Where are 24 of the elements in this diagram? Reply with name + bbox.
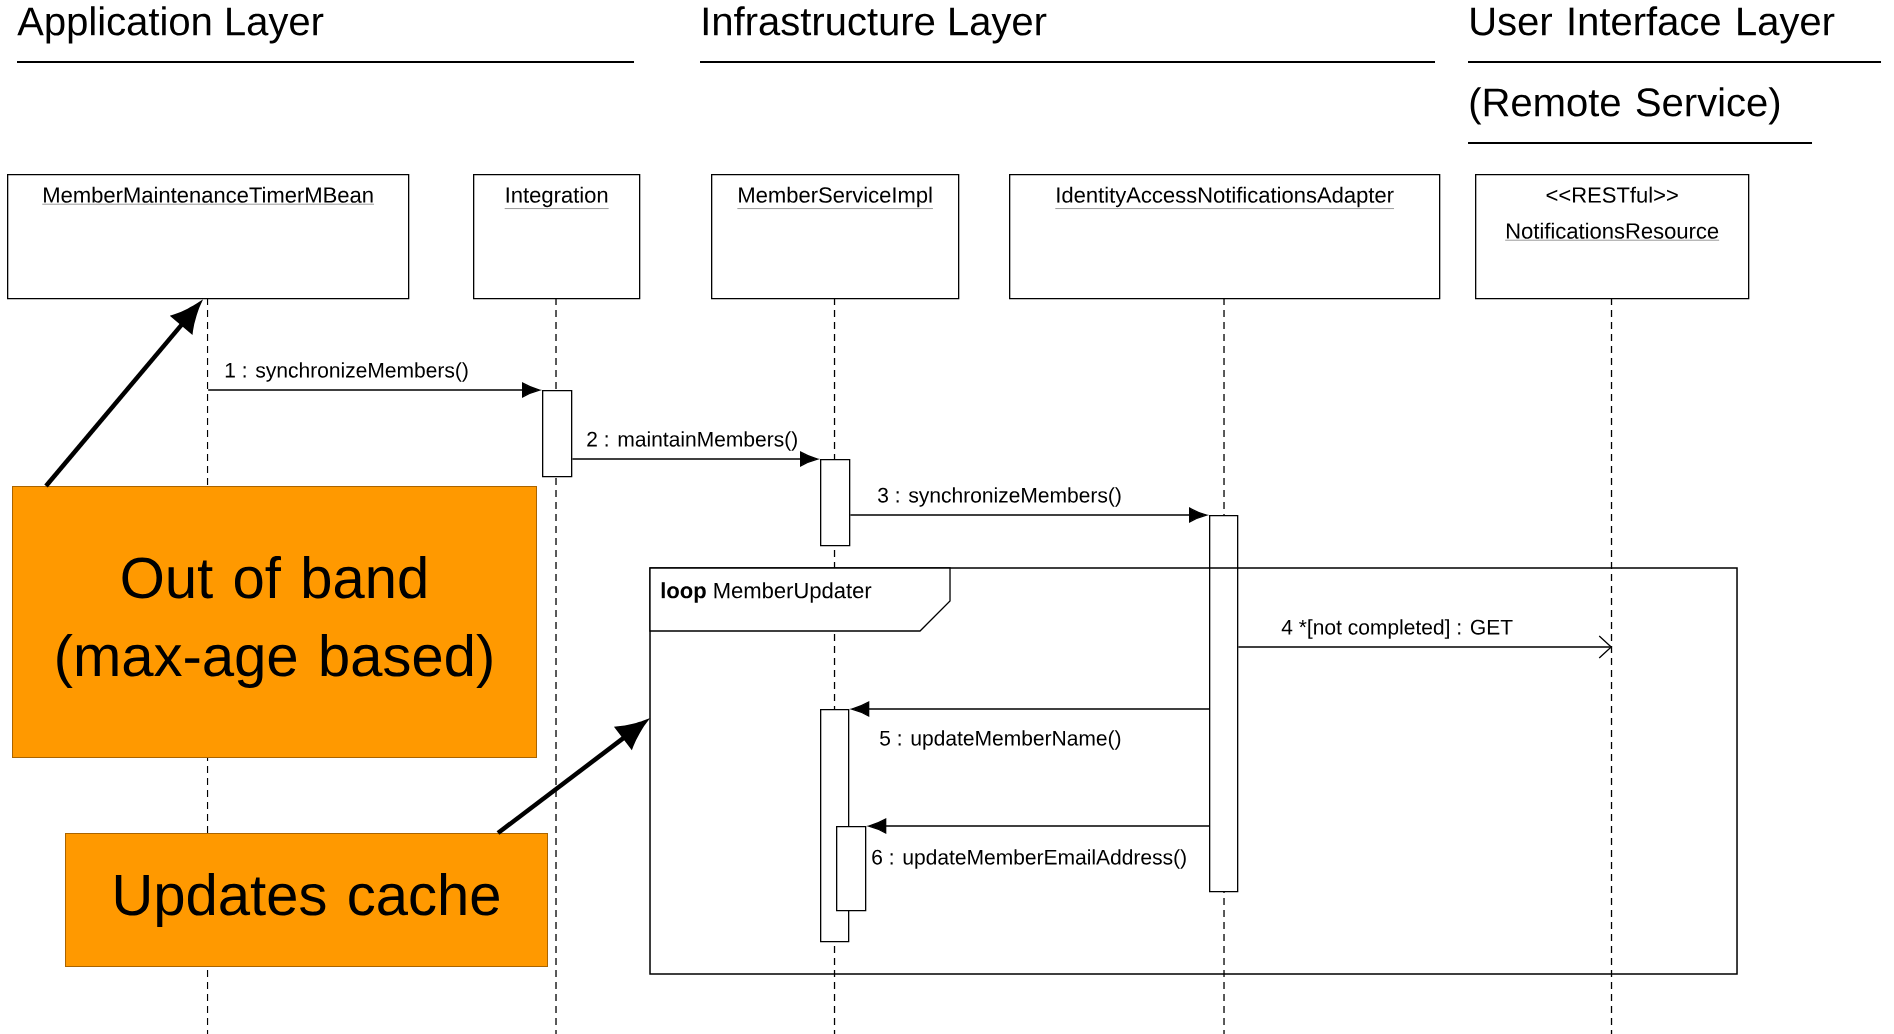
- message-arrow: [1237, 635, 1613, 659]
- layer-heading: User Interface Layer (Remote Service): [1467, 6, 1882, 144]
- edge-label: 2 : maintainMembers(): [585, 430, 800, 452]
- edge-label: 5 : updateMemberName(): [878, 729, 1123, 751]
- message-arrow: [849, 507, 1208, 523]
- message-arrow: [571, 451, 819, 467]
- activation-bar: [542, 390, 573, 478]
- layer-heading: Infrastructure Layer: [699, 6, 1436, 63]
- activation-bar: [836, 826, 867, 912]
- lifeline-head: MemberServiceImpl: [711, 174, 960, 300]
- message-arrow: [868, 818, 1210, 834]
- message-arrow: [207, 382, 541, 398]
- activation-bar: [820, 459, 851, 547]
- lifeline-head: MemberMaintenanceTimerMBean: [7, 174, 410, 300]
- edge-label: 6 : updateMemberEmailAddress(): [870, 848, 1189, 870]
- callout-box: Out of band (max-age based): [12, 486, 537, 758]
- lifeline-head: IdentityAccessNotificationsAdapter: [1009, 174, 1441, 300]
- layer-heading: Application Layer: [16, 6, 635, 63]
- message-arrow: [851, 701, 1210, 717]
- activation-bar: [1209, 515, 1239, 893]
- lifeline-head: Integration: [473, 174, 641, 300]
- edge-label: 1 : synchronizeMembers(): [223, 361, 470, 383]
- edge-label: 3 : synchronizeMembers(): [876, 486, 1123, 508]
- callout-box: Updates cache: [65, 833, 548, 967]
